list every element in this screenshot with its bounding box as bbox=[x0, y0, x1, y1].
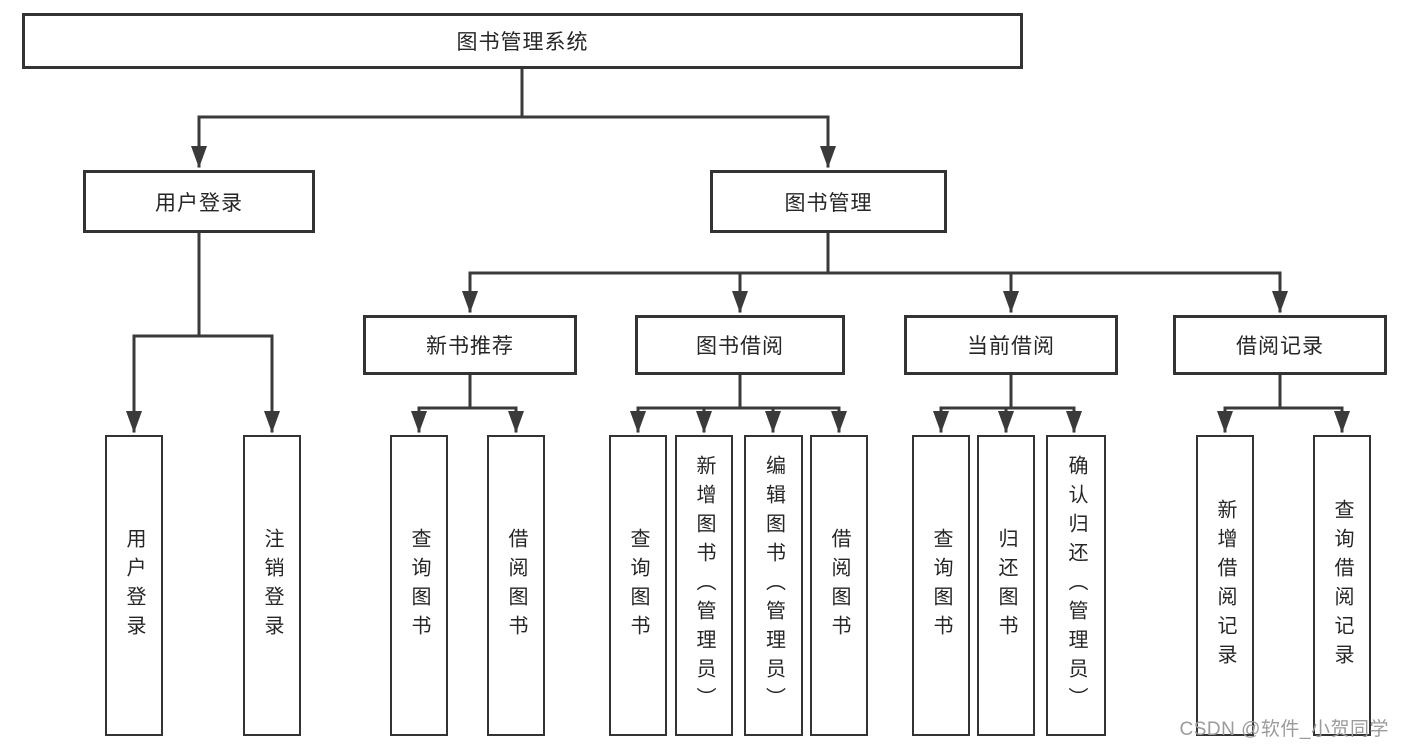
node-new-book-recommend: 新书推荐 bbox=[363, 315, 577, 375]
leaf-return-books: 归还图书 bbox=[977, 435, 1035, 736]
node-label: 查询图书 bbox=[627, 527, 649, 644]
node-label: 确认归还（管理员） bbox=[1065, 455, 1087, 716]
leaf-edit-book-admin: 编辑图书（管理员） bbox=[744, 435, 803, 736]
node-label: 查询图书 bbox=[408, 527, 430, 644]
node-label: 编辑图书（管理员） bbox=[762, 455, 785, 716]
node-label: 用户登录 bbox=[123, 527, 145, 644]
node-label: 新书推荐 bbox=[426, 335, 514, 358]
node-label: 借阅图书 bbox=[828, 527, 850, 644]
leaf-query-books-current: 查询图书 bbox=[912, 435, 970, 736]
node-label: 图书管理 bbox=[784, 191, 873, 215]
leaf-borrow-books: 借阅图书 bbox=[810, 435, 868, 736]
node-label: 查询借阅记录 bbox=[1331, 498, 1353, 673]
node-user-login: 用户登录 bbox=[83, 170, 315, 233]
leaf-borrow-books-recommend: 借阅图书 bbox=[487, 435, 545, 736]
leaf-query-books-borrow: 查询图书 bbox=[609, 435, 667, 736]
node-current-borrowing: 当前借阅 bbox=[904, 315, 1118, 375]
node-label: 归还图书 bbox=[995, 527, 1017, 644]
node-book-management: 图书管理 bbox=[710, 170, 947, 233]
node-label: 新增图书（管理员） bbox=[693, 455, 715, 716]
leaf-logout: 注销登录 bbox=[243, 435, 301, 736]
node-book-borrowing: 图书借阅 bbox=[635, 315, 845, 375]
leaf-query-borrow-record: 查询借阅记录 bbox=[1313, 435, 1371, 736]
node-label: 借阅记录 bbox=[1236, 335, 1324, 358]
leaf-query-books-recommend: 查询图书 bbox=[390, 435, 448, 736]
node-label: 图书借阅 bbox=[696, 335, 784, 358]
leaf-add-book-admin: 新增图书（管理员） bbox=[675, 435, 733, 736]
node-label: 当前借阅 bbox=[967, 335, 1055, 358]
csdn-watermark: CSDN @软件_小贺同学 bbox=[1179, 719, 1389, 740]
node-borrowing-records: 借阅记录 bbox=[1173, 315, 1387, 375]
node-label: 图书管理系统 bbox=[456, 31, 589, 54]
leaf-confirm-return-admin: 确认归还（管理员） bbox=[1046, 435, 1106, 736]
leaf-add-borrow-record: 新增借阅记录 bbox=[1196, 435, 1254, 736]
node-label: 查询图书 bbox=[930, 527, 952, 644]
node-label: 注销登录 bbox=[261, 527, 283, 644]
leaf-user-login: 用户登录 bbox=[105, 435, 163, 736]
node-label: 借阅图书 bbox=[505, 527, 527, 644]
node-library-system: 图书管理系统 bbox=[22, 13, 1023, 69]
node-label: 用户登录 bbox=[155, 191, 243, 215]
node-label: 新增借阅记录 bbox=[1214, 498, 1236, 673]
